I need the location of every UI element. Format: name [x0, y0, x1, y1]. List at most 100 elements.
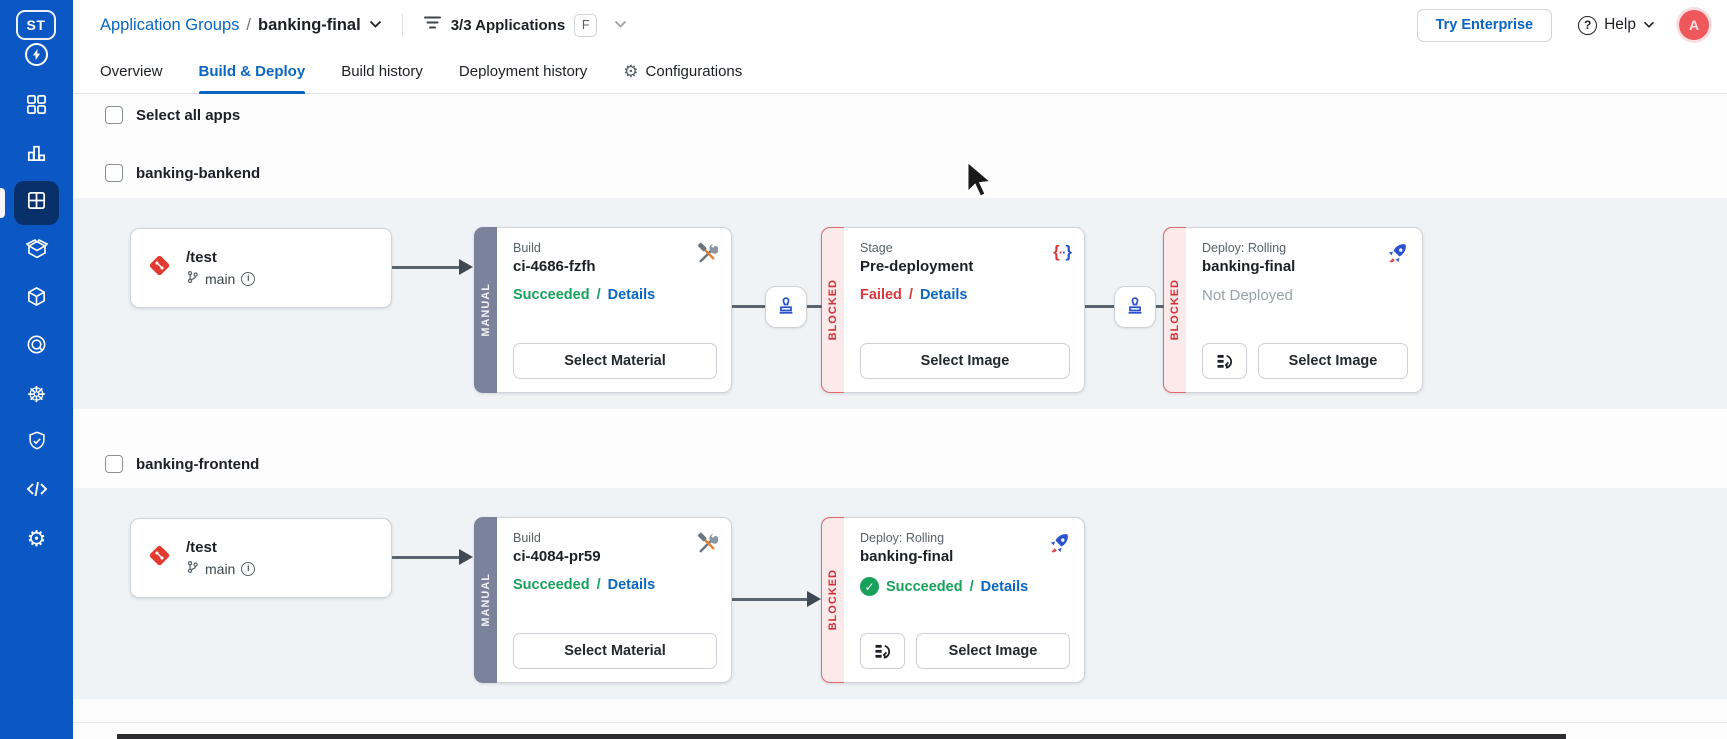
breadcrumb-separator: /	[246, 15, 252, 34]
build-node-card: MANUAL Build ci-4084-pr59 Succeeded / De…	[474, 517, 732, 683]
git-material-icon	[147, 253, 172, 283]
sidebar-item-bulk-edit[interactable]	[0, 277, 73, 321]
branch-name: main	[205, 270, 236, 287]
status-separator: /	[908, 287, 913, 303]
help-chevron-down-icon	[1643, 16, 1655, 34]
stage-node-card: BLOCKED Stage Pre-deployment {··} Failed…	[821, 227, 1085, 393]
connector-line	[392, 556, 462, 559]
select-image-button[interactable]: Select Image	[1258, 343, 1408, 379]
st-logo: ST	[16, 10, 56, 40]
chart-store-box-icon	[25, 237, 49, 266]
select-all-checkbox[interactable]	[105, 106, 123, 124]
code-icon	[25, 477, 49, 506]
status-text: Succeeded	[513, 287, 590, 303]
sidebar-item-code[interactable]	[0, 469, 73, 513]
application-groups-icon	[25, 189, 48, 217]
settings-gear-icon: ⚙	[26, 526, 47, 551]
source-path: /test	[186, 249, 217, 266]
applications-filter[interactable]: 3/3 Applications F	[423, 13, 627, 37]
node-name: ci-4084-pr59	[513, 548, 601, 565]
build-deploy-content: Select all apps banking-bankend banking-…	[73, 94, 1727, 739]
connector-arrow	[807, 591, 821, 607]
sidebar-item-jobs[interactable]	[0, 133, 73, 177]
sidebar-item-resource-browser[interactable]	[0, 325, 73, 369]
strip-label: BLOCKED	[827, 569, 839, 631]
select-all-label: Select all apps	[136, 106, 241, 124]
details-link[interactable]: Details	[919, 287, 968, 303]
branch-icon	[186, 560, 199, 577]
devtron-logo-icon	[25, 43, 48, 66]
rollback-button[interactable]	[860, 633, 905, 669]
tab-build-deploy[interactable]: Build & Deploy	[198, 50, 306, 94]
node-name: Pre-deployment	[860, 258, 974, 275]
trigger-mode-strip: MANUAL	[474, 227, 497, 393]
blocked-strip: BLOCKED	[1163, 227, 1186, 393]
try-enterprise-button[interactable]: Try Enterprise	[1416, 8, 1553, 42]
build-node-card: MANUAL Build ci-4686-fzfh Succeeded / De…	[474, 227, 732, 393]
approval-stamp-node[interactable]	[765, 286, 807, 328]
sidebar: ST ☸ ⚙	[0, 0, 73, 739]
connector-arrow	[459, 259, 473, 275]
apps-grid-icon	[25, 93, 48, 121]
taskbar-strip	[117, 734, 1566, 739]
status-text: Not Deployed	[1202, 287, 1293, 304]
rocket-deploy-icon	[1047, 532, 1071, 561]
stamp-icon	[1124, 294, 1146, 321]
build-tools-icon	[695, 532, 719, 560]
user-avatar[interactable]: A	[1679, 10, 1709, 40]
breadcrumb-application-groups[interactable]: Application Groups	[100, 15, 240, 34]
deploy-node-card: BLOCKED Deploy: Rolling banking-final ✓ …	[821, 517, 1085, 683]
tab-deployment-history[interactable]: Deployment history	[459, 50, 587, 94]
status-separator: /	[596, 577, 601, 593]
header-right: Try Enterprise ? Help A	[1416, 8, 1709, 42]
select-material-button[interactable]: Select Material	[513, 343, 717, 379]
tab-configurations[interactable]: ⚙ Configurations	[623, 50, 742, 94]
mouse-cursor	[957, 158, 999, 209]
sidebar-item-settings[interactable]: ⚙	[0, 517, 73, 561]
approval-stamp-node[interactable]	[1114, 286, 1156, 328]
details-link[interactable]: Details	[607, 577, 656, 593]
tab-label: Build & Deploy	[198, 63, 306, 80]
stage-script-icon: {··}	[1053, 242, 1072, 261]
node-type-label: Deploy: Rolling	[1202, 241, 1287, 255]
select-image-button[interactable]: Select Image	[916, 633, 1070, 669]
breadcrumb-current: banking-final	[258, 15, 361, 34]
rollback-button[interactable]	[1202, 343, 1247, 379]
app-checkbox-banking-bankend[interactable]	[105, 164, 123, 182]
details-link[interactable]: Details	[980, 578, 1029, 595]
help-menu[interactable]: ? Help	[1578, 15, 1655, 35]
breadcrumb-chevron-down-icon[interactable]	[369, 16, 382, 34]
sidebar-item-application-groups[interactable]	[0, 181, 73, 225]
security-shield-icon	[26, 430, 48, 457]
filter-count-label: 3/3 Applications	[450, 16, 566, 34]
select-material-button[interactable]: Select Material	[513, 633, 717, 669]
node-type-label: Build	[513, 531, 541, 545]
configurations-gear-icon: ⚙	[623, 61, 639, 81]
filter-chevron-down-icon[interactable]	[614, 16, 627, 34]
tab-build-history[interactable]: Build history	[341, 50, 423, 94]
app-name-label: banking-bankend	[136, 164, 261, 182]
sidebar-item-applications[interactable]	[0, 85, 73, 129]
header-divider	[401, 14, 403, 36]
success-check-icon: ✓	[860, 577, 879, 596]
source-path: /test	[186, 539, 217, 556]
header-bar: Application Groups / banking-final 3/3 A…	[73, 0, 1727, 50]
sidebar-item-global-config[interactable]: ☸	[0, 373, 73, 417]
help-question-icon: ?	[1578, 15, 1598, 35]
stamp-icon	[775, 294, 797, 321]
sidebar-item-security[interactable]	[0, 421, 73, 465]
sidebar-item-chart-store[interactable]	[0, 229, 73, 273]
details-link[interactable]: Details	[607, 287, 656, 303]
node-name: ci-4686-fzfh	[513, 258, 596, 275]
git-source-card: /test main i	[130, 518, 392, 598]
git-material-icon	[147, 543, 172, 573]
app-checkbox-banking-frontend[interactable]	[105, 455, 123, 473]
tab-label: Deployment history	[458, 63, 588, 80]
tab-overview[interactable]: Overview	[100, 50, 163, 94]
tab-label: Overview	[100, 63, 163, 80]
filter-icon	[423, 15, 442, 35]
rocket-deploy-icon	[1385, 242, 1409, 271]
tab-label: Configurations	[645, 63, 743, 80]
select-image-button[interactable]: Select Image	[860, 343, 1070, 379]
